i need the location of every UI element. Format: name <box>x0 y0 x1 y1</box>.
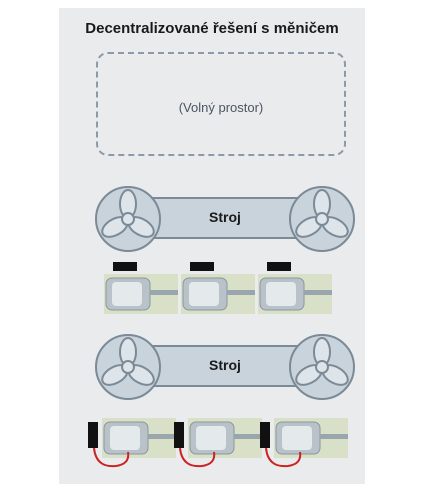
drive-unit <box>177 262 261 314</box>
free-space-label: (Volný prostor) <box>178 100 264 115</box>
converter-icon <box>174 422 184 448</box>
fan-icon <box>289 334 355 400</box>
drive-unit <box>86 414 178 470</box>
drive-unit <box>172 414 264 470</box>
fan-icon <box>95 334 161 400</box>
converter-icon <box>267 262 291 271</box>
drive-unit <box>100 262 184 314</box>
motor-icon <box>102 418 176 458</box>
converter-icon <box>88 422 98 448</box>
cable-icon <box>179 447 216 468</box>
converter-icon <box>190 262 214 271</box>
machine-body-icon <box>95 186 355 252</box>
machine-body-icon <box>95 334 355 400</box>
motor-icon <box>258 274 332 314</box>
drive-unit <box>254 262 338 314</box>
machine-2: Stroj <box>94 328 356 406</box>
diagram-title: Decentralizované řešení s měničem <box>85 20 339 37</box>
motor-icon <box>181 274 255 314</box>
machine-label: Stroj <box>209 209 241 225</box>
cable-icon <box>265 447 302 468</box>
machine-label: Stroj <box>209 357 241 373</box>
converter-icon <box>260 422 270 448</box>
cable-icon <box>93 447 130 468</box>
motor-icon <box>104 274 178 314</box>
motor-icon <box>274 418 348 458</box>
motor-icon <box>188 418 262 458</box>
converter-icon <box>113 262 137 271</box>
machine-1: Stroj <box>94 180 356 258</box>
fan-icon <box>289 186 355 252</box>
free-space-box: (Volný prostor) <box>96 52 346 156</box>
fan-icon <box>95 186 161 252</box>
drive-unit <box>258 414 350 470</box>
